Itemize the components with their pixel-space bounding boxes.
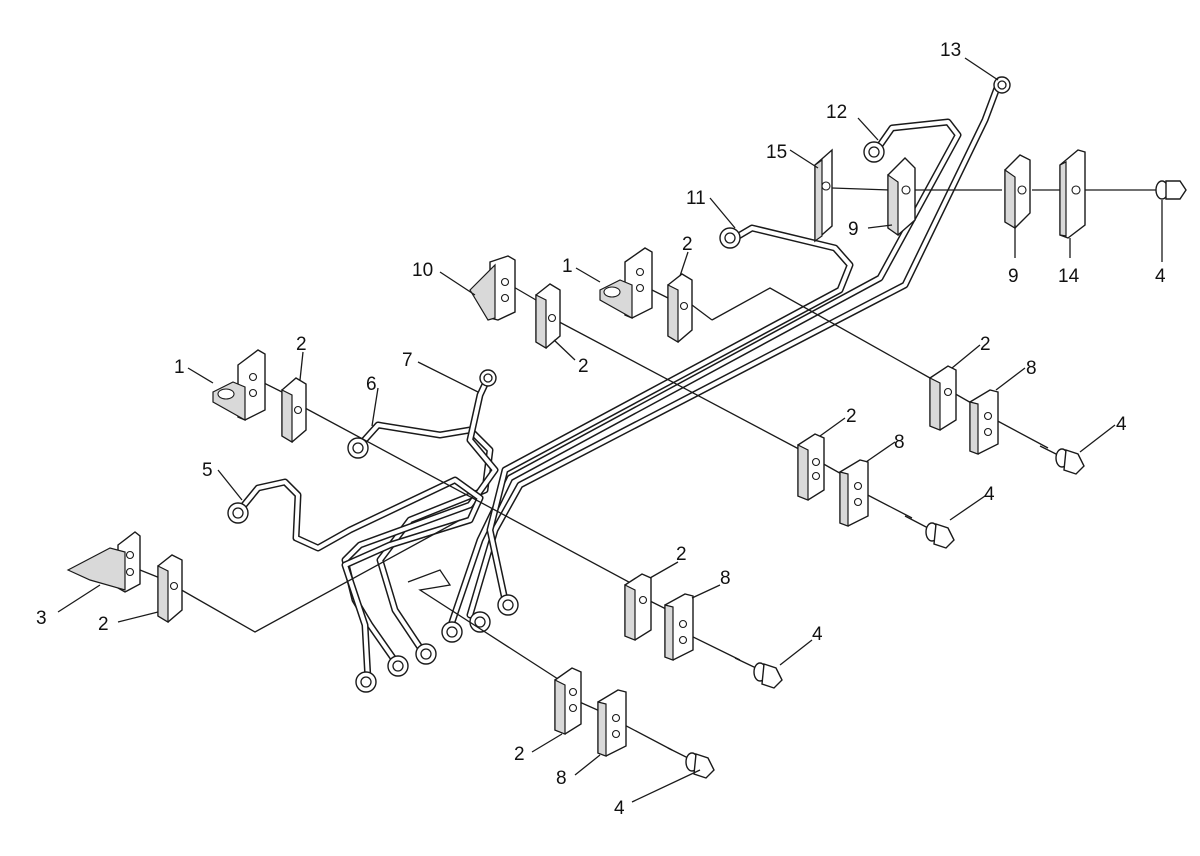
part-8-plate-bottom [597,689,627,757]
bolt-top-right [1135,180,1187,200]
injection-pipe-bundle [236,76,1004,684]
callout-3: 3 [36,608,47,629]
callout-7: 7 [402,350,413,371]
callout-4-center: 4 [984,484,995,505]
part-2-clamp-lower-left [157,554,183,624]
part-2-clamp-left [281,377,307,444]
callout-4-right-upper: 4 [1116,414,1127,435]
callout-2-mid-upper: 2 [682,234,693,255]
leader-lines [57,57,1163,803]
bolt-bottom [667,747,715,779]
callout-4-top-right: 4 [1155,266,1166,287]
callout-8-center: 8 [894,432,905,453]
callout-10: 10 [412,260,433,281]
callout-14: 14 [1058,266,1080,287]
callout-15: 15 [766,142,787,163]
callout-2-lower-left: 2 [98,614,109,635]
callout-4-bottom: 4 [614,798,625,819]
pipe-nut-12 [863,141,885,163]
callout-8-right-upper: 8 [1026,358,1037,379]
pipe-nut-pump-3 [415,643,437,665]
part-9-clamp-upper-left [887,157,916,237]
part-1-bracket-left [212,349,266,422]
part-15-plate [814,148,833,243]
callout-12: 12 [826,102,847,123]
callout-2-left: 2 [296,334,307,355]
callout-labels: 13 12 15 11 9 9 14 4 10 1 2 2 2 8 4 1 2 … [36,40,1166,819]
part-2-clamp-center [797,433,825,501]
callout-6: 6 [366,374,377,395]
callout-2-center: 2 [846,406,857,427]
callout-2-mid-lower: 2 [578,356,589,377]
part-2-clamp-lower-center [624,573,652,641]
callout-2-lower-center: 2 [676,544,687,565]
callout-8-lower-center: 8 [720,568,731,589]
pipe-nuts [227,76,1011,693]
callout-11: 11 [686,188,706,209]
pipe-nut-13 [993,76,1011,94]
callout-13: 13 [940,40,961,61]
callout-2-bottom: 2 [514,744,525,765]
part-2-clamp-mid-a [535,283,561,350]
part-8-plate-lower-center [664,593,694,661]
callout-1-mid: 1 [562,256,573,277]
callout-2-right-upper: 2 [980,334,991,355]
part-9-clamp-upper-right [1004,154,1031,230]
callout-1-left: 1 [174,357,185,378]
part-10-bracket [469,255,516,321]
callout-9-left: 9 [848,219,859,240]
part-8-plate-right-upper [969,389,999,455]
pipe-nut-pump-4 [441,621,463,643]
callout-4-lower-center: 4 [812,624,823,645]
part-1-bracket-mid [599,247,653,320]
bolt-center [904,515,955,549]
callout-5: 5 [202,460,213,481]
part-2-clamp-mid-b [667,273,693,344]
pipe-nut-pump-1 [355,671,377,693]
part-8-plate-center [839,459,869,527]
part-14-plate [1059,149,1086,239]
part-2-clamp-right-upper [929,365,957,431]
bolt-lower-center [734,657,783,689]
pipe-nut-6 [347,437,369,459]
part-2-clamp-bottom [554,667,582,735]
pipe-nut-pump-6 [497,594,519,616]
callout-9-right: 9 [1008,266,1019,287]
pipe-nut-5 [227,502,249,524]
pipe-nut-pump-2 [387,655,409,677]
pipe-nut-7 [479,369,497,387]
pipe-nut-11 [719,227,741,249]
bolt-right-upper [1039,445,1085,475]
callout-8-bottom: 8 [556,768,567,789]
part-3-bracket [66,531,141,593]
